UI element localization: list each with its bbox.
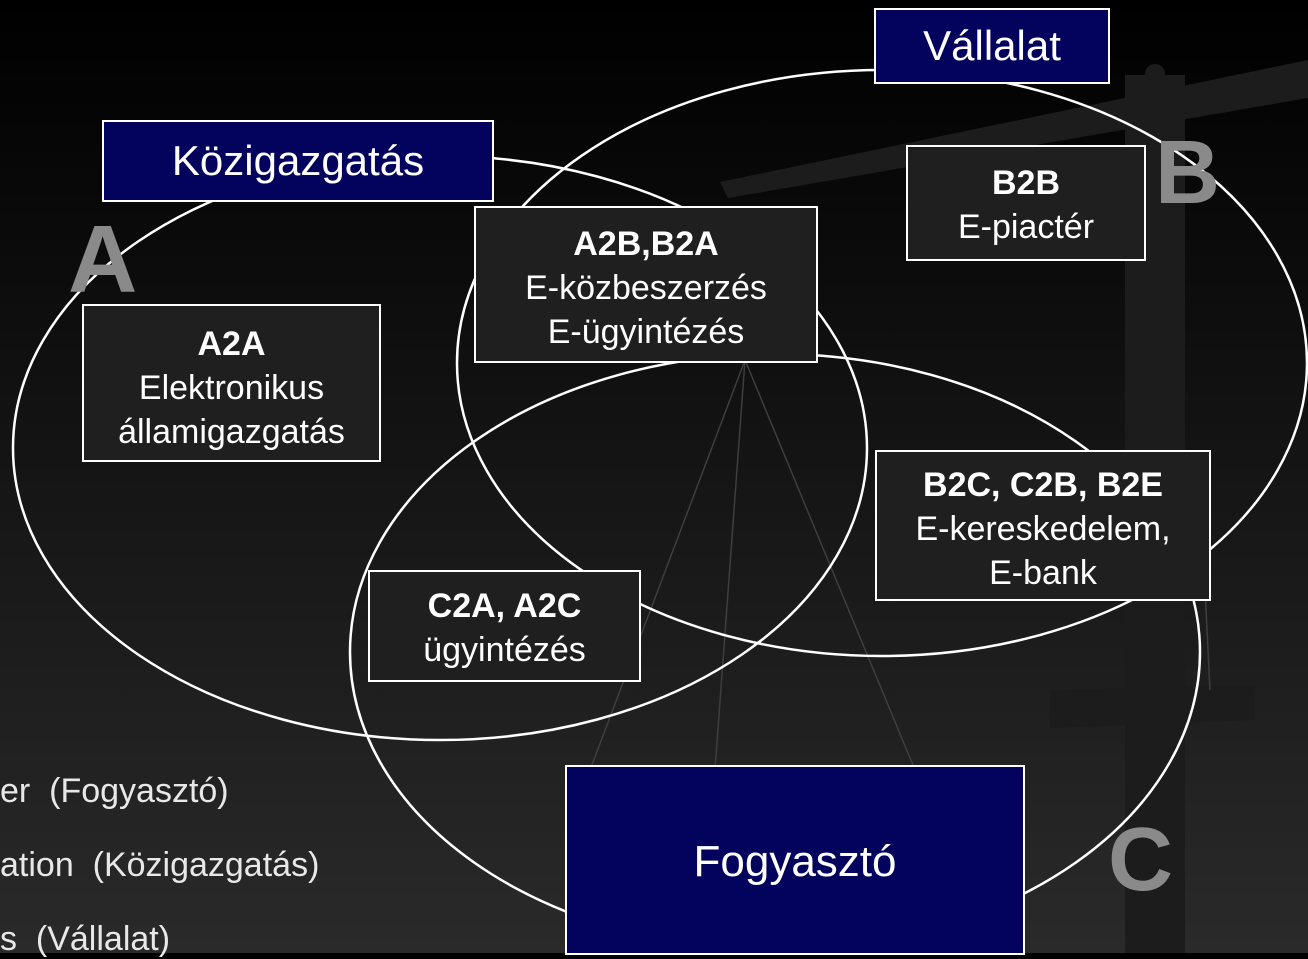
box-a2b-b2a: A2B,B2A E-közbeszerzés E-ügyintézés <box>474 206 818 363</box>
box-b2b: B2B E-piactér <box>906 145 1146 261</box>
title-vallalat-text: Vállalat <box>923 22 1061 69</box>
title-fogyaszto-text: Fogyasztó <box>693 837 897 886</box>
legend-line-consumer: er (Fogyasztó) <box>0 772 229 810</box>
title-kozigazgatas: Közigazgatás <box>102 120 494 202</box>
box-b2c-code: B2C, C2B, B2E <box>923 466 1163 504</box>
box-c2a: C2A, A2C ügyintézés <box>368 570 641 682</box>
box-b2b-line1: E-piactér <box>957 208 1095 246</box>
legend-line-administration: ation (Közigazgatás) <box>0 846 320 884</box>
box-b2c-line1: E-kereskedelem, <box>915 510 1171 548</box>
box-c2a-line1: ügyintézés <box>423 631 586 669</box>
box-a2a-line1: Elektronikus <box>138 369 325 407</box>
box-b2c-line2: E-bank <box>989 554 1097 592</box>
box-a2b-b2a-code: A2B,B2A <box>573 225 719 263</box>
box-a2a: A2A Elektronikus államigazgatás <box>82 304 381 462</box>
title-kozigazgatas-text: Közigazgatás <box>171 137 425 184</box>
letter-c: C <box>1108 810 1173 910</box>
box-a2a-line2: államigazgatás <box>118 413 345 451</box>
title-vallalat: Vállalat <box>874 8 1110 84</box>
title-fogyaszto: Fogyasztó <box>565 765 1025 955</box>
box-b2b-code: B2B <box>991 164 1061 202</box>
box-b2c: B2C, C2B, B2E E-kereskedelem, E-bank <box>875 450 1211 601</box>
box-a2b-b2a-line2: E-ügyintézés <box>547 313 745 351</box>
box-a2b-b2a-line1: E-közbeszerzés <box>525 269 767 307</box>
letter-a: A <box>68 206 138 313</box>
letter-b: B <box>1155 123 1220 223</box>
box-c2a-code: C2A, A2C <box>427 587 582 625</box>
box-a2a-code: A2A <box>197 325 266 363</box>
legend-line-business: s (Vállalat) <box>0 920 171 958</box>
